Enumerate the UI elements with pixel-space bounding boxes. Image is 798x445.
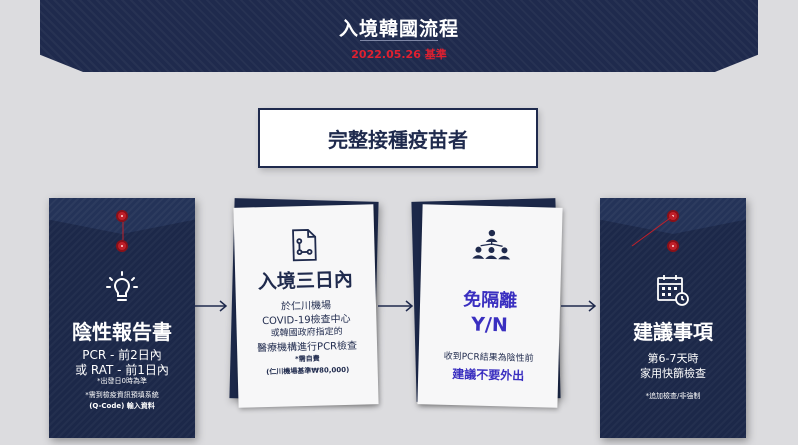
header-banner [40, 0, 758, 72]
step-card-recommendations: 建議事項 第6-7天時 家用快篩檢查 *追加檢查/非強制 [600, 198, 746, 438]
title-divider [360, 40, 438, 41]
step-note: (仁川機場基準₩80,000) [266, 365, 350, 377]
envelope-button-icon [116, 240, 128, 252]
arrow-right-icon [192, 300, 228, 312]
section-heading: 完整接種疫苗者 [258, 108, 538, 168]
calendar-clock-icon [600, 272, 746, 312]
date-label: 2022.05.26 基準 [351, 48, 447, 61]
step-note: *出發日0時為準 [97, 377, 147, 385]
step-line: 家用快篩檢查 [640, 367, 706, 380]
step-title: 陰性報告書 [72, 320, 172, 344]
step-line: 第6-7天時 [647, 352, 699, 365]
people-network-icon [421, 226, 562, 266]
flowchart-document-icon [234, 226, 375, 268]
arrow-right-icon [561, 300, 597, 312]
page-title: 入境韓國流程 [338, 18, 459, 40]
step-line: 收到PCR結果為陰性前 [443, 351, 534, 365]
envelope-button-icon [116, 210, 128, 222]
step-title: 建議事項 [633, 320, 713, 344]
step-note: *追加檢查/非強制 [645, 392, 701, 400]
step-line: 建議不要外出 [452, 367, 525, 383]
envelope-string [122, 222, 124, 240]
step-card-no-quarantine: 免隔離 Y/N 收到PCR結果為陰性前 建議不要外出 [417, 204, 563, 408]
step-line: PCR - 前2日內 [82, 348, 162, 362]
arrow-right-icon [378, 300, 414, 312]
envelope-button-icon [667, 240, 679, 252]
step-title: 入境三日內 [257, 268, 354, 294]
step-note: (Q-Code) 輸入資料 [89, 402, 155, 410]
step-note: *需到檢疫資訊預填系統 [85, 391, 159, 399]
step-line: 或 RAT - 前1日內 [75, 363, 169, 377]
lightbulb-icon [49, 270, 195, 310]
envelope-string [631, 216, 674, 247]
step-subtitle: Y/N [470, 313, 509, 337]
step-title: 免隔離 [462, 289, 518, 312]
step-card-negative-report: 陰性報告書 PCR - 前2日內 或 RAT - 前1日內 *出發日0時為準 *… [49, 198, 195, 438]
step-card-three-days: 入境三日內 於仁川機場 COVID-19檢查中心 或韓國政府指定的 醫療機構進行… [233, 204, 379, 408]
